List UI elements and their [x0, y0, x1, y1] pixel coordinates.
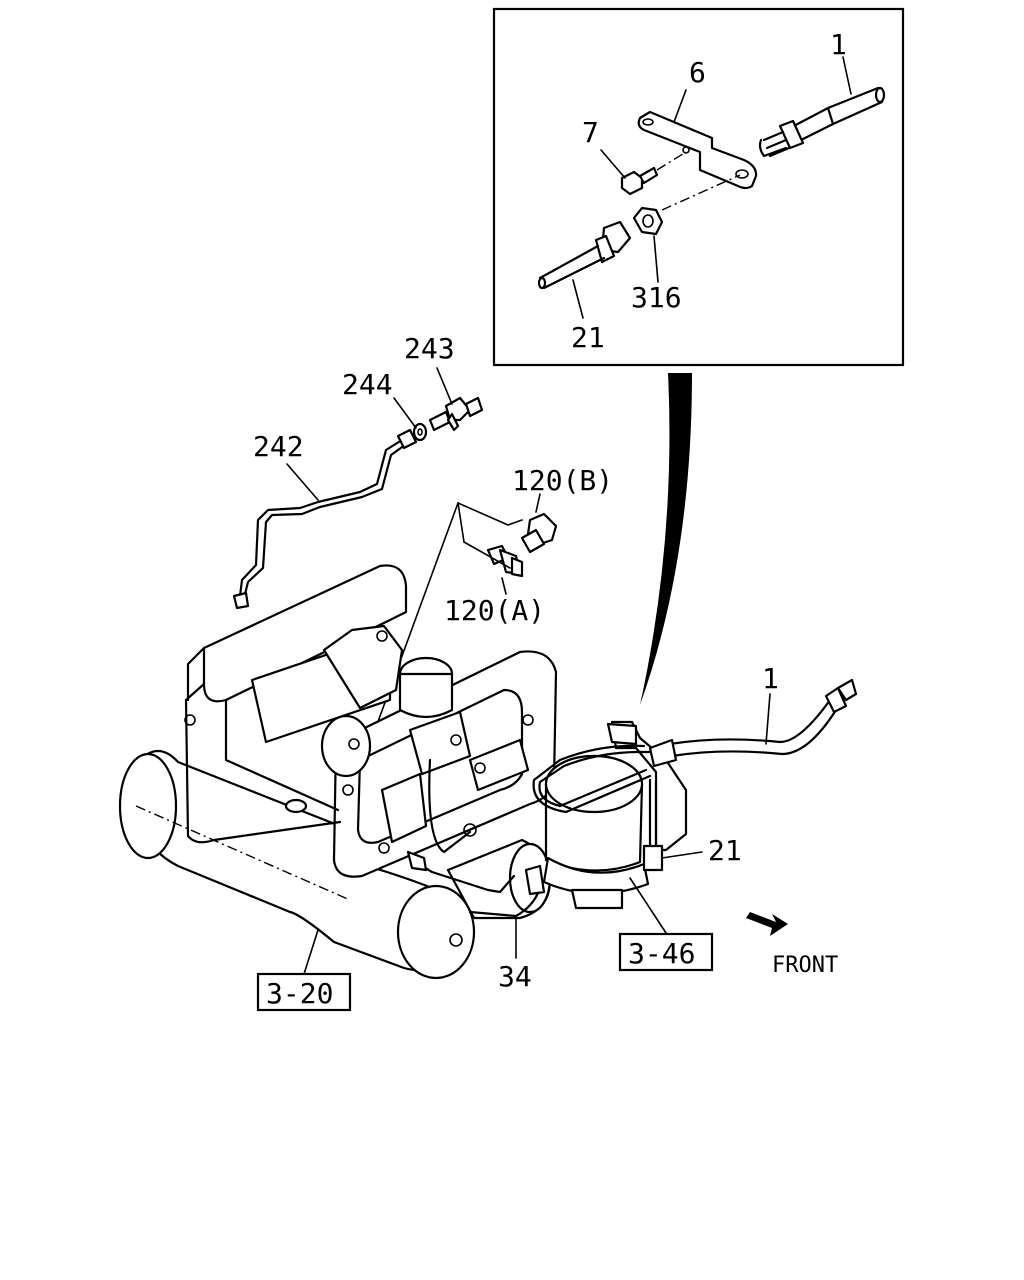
callout-21-main: 21: [708, 834, 742, 867]
detail-inset: 1 6 7 316 21: [492, 7, 905, 367]
callout-6: 6: [689, 56, 706, 89]
callout-316: 316: [631, 281, 682, 314]
callout-243: 243: [404, 332, 455, 365]
detail-pointer-wedge: [640, 373, 692, 705]
callout-21-inset: 21: [571, 321, 605, 354]
inset-hose-1: [758, 86, 886, 158]
callout-34: 34: [498, 960, 532, 993]
reference-3-46-box: [618, 932, 714, 972]
main-hose-1: [648, 678, 858, 768]
pipe-assembly-242: 243 244 242: [232, 332, 484, 610]
inset-sensor-21: [537, 220, 632, 290]
reference-3-46-label: 3-46: [628, 937, 695, 970]
inset-nut-316: [632, 174, 741, 236]
inset-frame: [492, 7, 905, 367]
callout-120b: 120(B): [512, 464, 613, 497]
reference-3-20-label: 3-20: [266, 977, 333, 1010]
callout-244: 244: [342, 368, 393, 401]
callout-1-inset: 1: [830, 28, 847, 61]
inset-bracket-6: [637, 110, 758, 190]
main-assembly: [118, 564, 558, 980]
front-label: FRONT: [772, 953, 838, 978]
reference-3-20-box: [256, 972, 352, 1012]
front-indicator: FRONT: [746, 912, 838, 978]
front-arrow-icon: [746, 912, 788, 936]
reference-3-46[interactable]: 3-46: [618, 932, 714, 972]
inset-bolt-7: [620, 151, 687, 196]
callout-1-main: 1: [762, 662, 779, 695]
air-dryer: [532, 720, 688, 910]
callout-7: 7: [582, 116, 599, 149]
reference-3-20[interactable]: 3-20: [256, 972, 352, 1012]
callout-242: 242: [253, 430, 304, 463]
callout-120a: 120(A): [444, 594, 545, 627]
